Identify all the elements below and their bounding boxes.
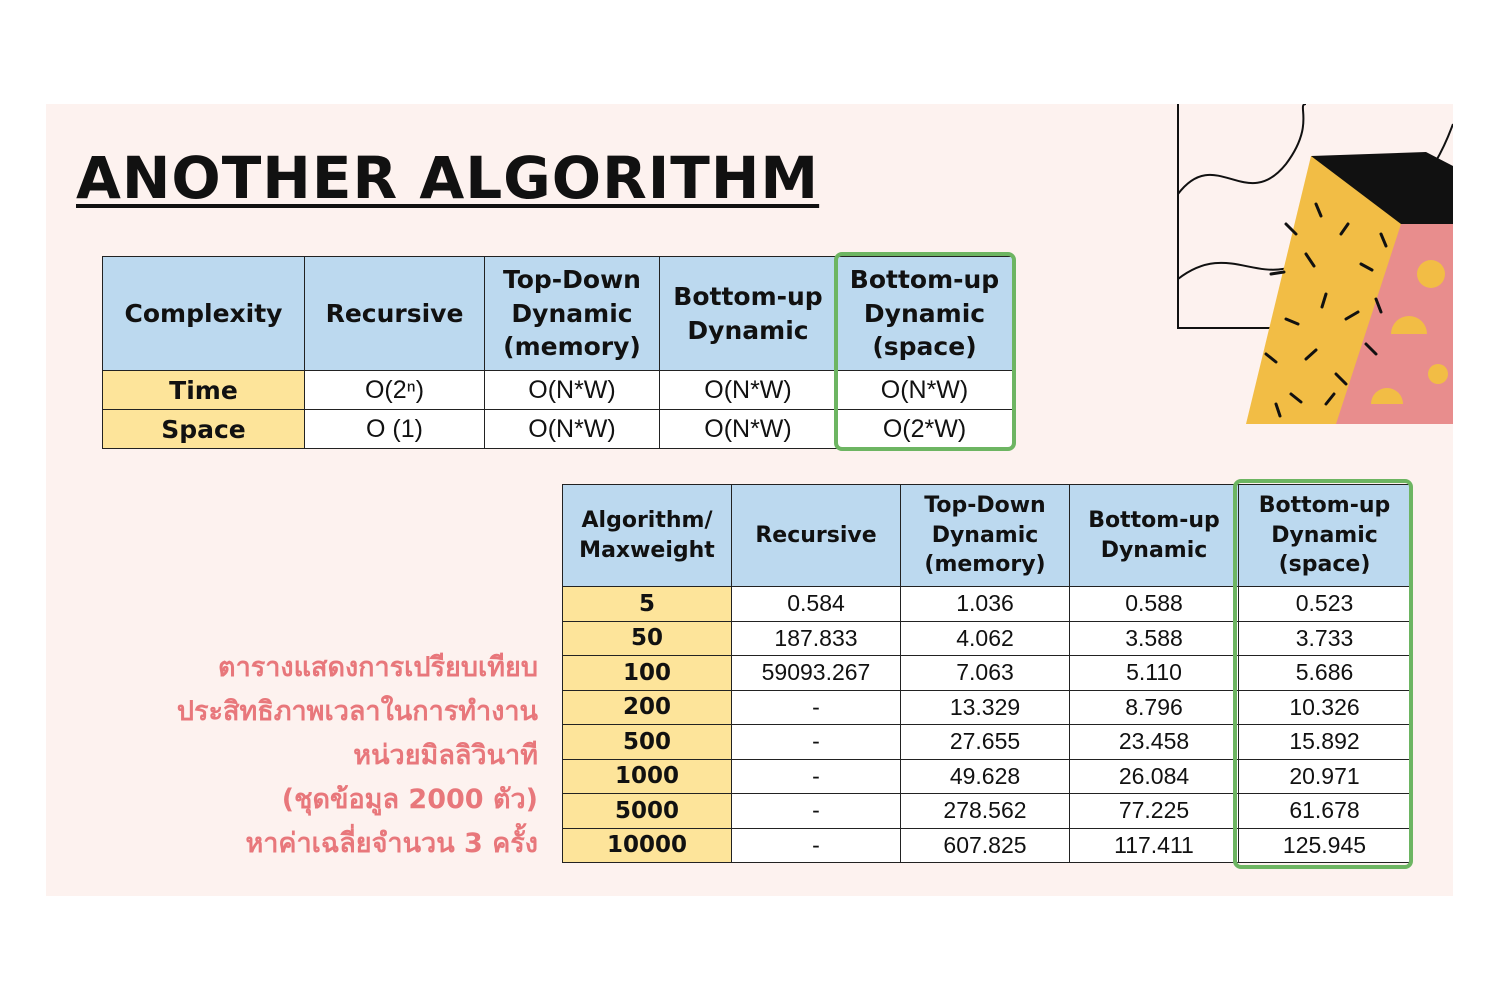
complexity-cell: O (1)	[304, 409, 485, 449]
timing-row-label: 100	[562, 655, 732, 691]
timing-cell: 125.945	[1238, 827, 1411, 863]
timing-cell: -	[731, 689, 901, 725]
timing-highlight-box	[1233, 479, 1413, 869]
timing-cell: -	[731, 793, 901, 829]
complexity-cell: O(2ⁿ)	[304, 370, 485, 410]
complexity-highlight-box	[834, 252, 1016, 451]
complexity-cell: O(N*W)	[659, 370, 837, 410]
timing-cell: 27.655	[900, 724, 1070, 760]
timing-cell: 4.062	[900, 620, 1070, 656]
timing-cell: -	[731, 758, 901, 794]
timing-cell: 15.892	[1238, 724, 1411, 760]
complexity-cell: O(N*W)	[836, 370, 1013, 410]
timing-row-label: 50	[562, 620, 732, 656]
timing-cell: 0.588	[1069, 586, 1239, 622]
timing-cell: 7.063	[900, 655, 1070, 691]
timing-row-label: 5	[562, 586, 732, 622]
timing-cell: 23.458	[1069, 724, 1239, 760]
timing-cell: 0.523	[1238, 586, 1411, 622]
complexity-row-label: Time	[102, 370, 305, 410]
timing-row-label: 500	[562, 724, 732, 760]
caption-line: ประสิทธิภาพเวลาในการทำงาน	[176, 696, 538, 727]
caption: ตารางแสดงการเปรียบเทียบประสิทธิภาพเวลาใน…	[177, 646, 538, 866]
timing-cell: -	[731, 724, 901, 760]
timing-cell: 77.225	[1069, 793, 1239, 829]
slide-title: ANOTHER ALGORITHM	[76, 144, 820, 212]
complexity-cell: O(N*W)	[484, 409, 660, 449]
timing-cell: 5.110	[1069, 655, 1239, 691]
timing-cell: 13.329	[900, 689, 1070, 725]
caption-line: (ชุดข้อมูล 2000 ตัว)	[281, 784, 538, 815]
timing-cell: 607.825	[900, 827, 1070, 863]
timing-cell: 61.678	[1238, 793, 1411, 829]
caption-line: หาค่าเฉลี่ยจำนวน 3 ครั้ง	[245, 828, 538, 859]
caption-line: ตารางแสดงการเปรียบเทียบ	[218, 652, 538, 683]
complexity-row-label: Space	[102, 409, 305, 449]
timing-cell: 278.562	[900, 793, 1070, 829]
timing-cell: -	[731, 827, 901, 863]
timing-row-label: 10000	[562, 827, 732, 863]
timing-cell: 8.796	[1069, 689, 1239, 725]
timing-row-label: 200	[562, 689, 732, 725]
complexity-cell: O(N*W)	[659, 409, 837, 449]
timing-header-cell: Algorithm/Maxweight	[562, 484, 732, 587]
complexity-cell: O(2*W)	[836, 409, 1013, 449]
timing-cell: 3.588	[1069, 620, 1239, 656]
timing-cell: 3.733	[1238, 620, 1411, 656]
timing-cell: 1.036	[900, 586, 1070, 622]
complexity-header-cell: Recursive	[304, 256, 485, 371]
decorative-pattern-image	[1177, 104, 1453, 424]
timing-row-label: 5000	[562, 793, 732, 829]
timing-cell: 0.584	[731, 586, 901, 622]
complexity-cell: O(N*W)	[484, 370, 660, 410]
timing-cell: 59093.267	[731, 655, 901, 691]
timing-row-label: 1000	[562, 758, 732, 794]
timing-header-cell: Recursive	[731, 484, 901, 587]
timing-cell: 26.084	[1069, 758, 1239, 794]
timing-cell: 117.411	[1069, 827, 1239, 863]
timing-cell: 49.628	[900, 758, 1070, 794]
caption-line: หน่วยมิลลิวินาที	[353, 740, 538, 771]
timing-cell: 187.833	[731, 620, 901, 656]
complexity-header-cell: Complexity	[102, 256, 305, 371]
timing-cell: 10.326	[1238, 689, 1411, 725]
